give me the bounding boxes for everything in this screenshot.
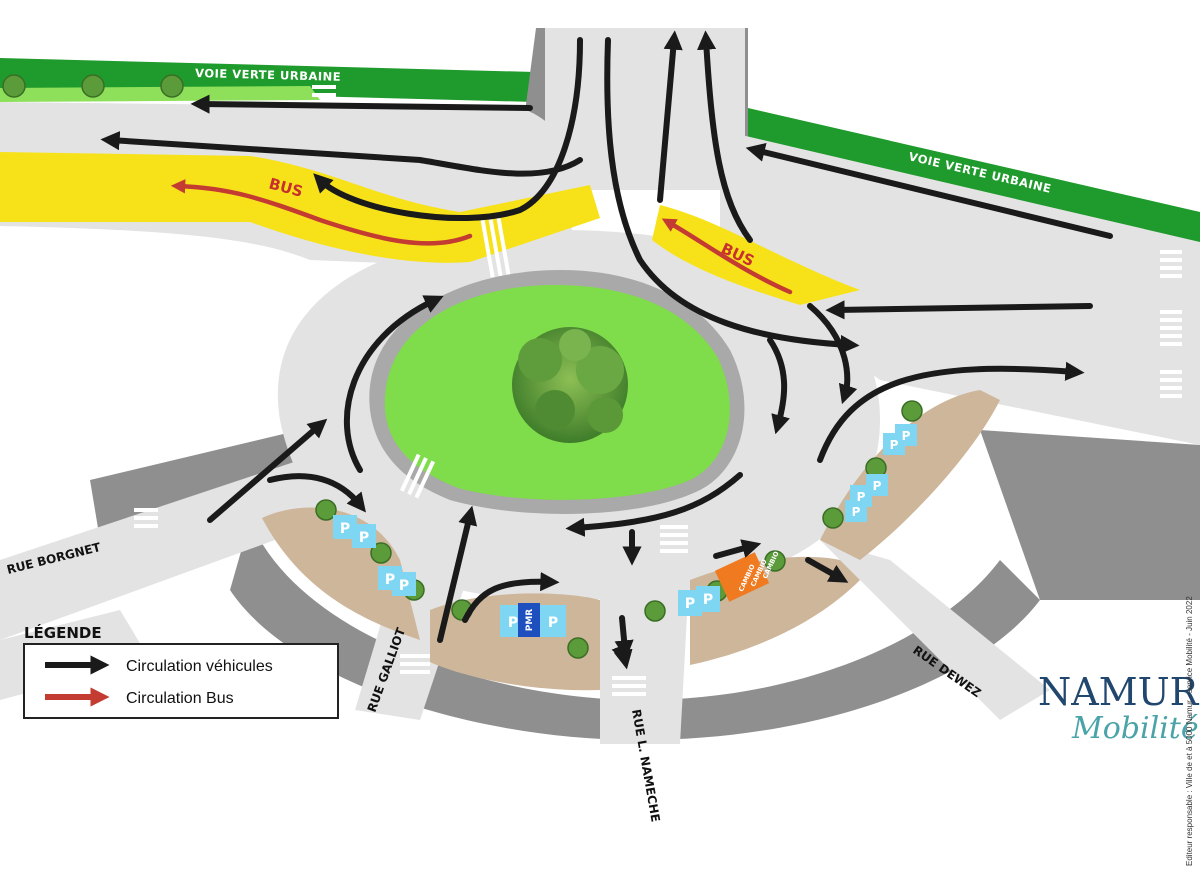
legend-title: LÉGENDE — [24, 623, 102, 642]
arrow-nameche-straight — [614, 615, 634, 660]
parking-group-dewez: P P P P P — [845, 424, 917, 522]
arrow-east-in — [745, 142, 1113, 239]
arrow-north-in-2 — [604, 37, 860, 355]
arrow-borgnet-in — [207, 418, 328, 523]
parking-label: P — [703, 592, 713, 608]
namur-mobilite-logo: NAMUR Mobilité — [1038, 670, 1200, 746]
parking-label: P — [399, 578, 409, 594]
bus-arrow-west — [170, 179, 473, 246]
legend-bus-label: Circulation Bus — [126, 690, 234, 707]
arrow-east-in-2 — [825, 300, 1093, 320]
road-rue-borgnet — [0, 460, 330, 640]
road-rue-dewez — [820, 540, 1050, 720]
road-north-approach — [545, 28, 745, 190]
bus-arrow-east — [661, 218, 793, 295]
brand-main: NAMUR — [1038, 670, 1200, 714]
arrow-galliot-out — [462, 572, 560, 623]
parking-label: P — [508, 615, 518, 631]
arrow-north-out-2 — [696, 30, 753, 243]
voie-verte-label-left: VOIE VERTE URBAINE — [195, 66, 341, 84]
brand-sub: Mobilité — [1071, 711, 1199, 746]
legend-box — [23, 643, 339, 719]
arrow-galliot-in — [437, 505, 478, 643]
arrow-west-out-2 — [100, 131, 583, 177]
vehicle-traffic-arrows — [100, 30, 1113, 670]
crosswalks — [134, 85, 1182, 696]
sidewalk-south-west — [262, 507, 420, 640]
greenway-right — [748, 108, 1200, 246]
legend: LÉGENDE Circulation véhicules Circulatio… — [23, 623, 339, 719]
pmr-label: PMR — [525, 609, 535, 632]
curb-east — [980, 430, 1200, 600]
parking-label: P — [857, 490, 866, 504]
road-rue-nameche — [600, 560, 690, 744]
parking-label: P — [340, 521, 350, 537]
parking-label: P — [359, 530, 369, 546]
arrow-borgnet-to-ring — [267, 473, 367, 513]
parking-label: P — [902, 429, 911, 443]
grass-strip-left — [0, 86, 320, 102]
arrow-dewez-out-1 — [713, 539, 762, 559]
bus-lane-west — [0, 152, 600, 263]
parking-label: P — [385, 572, 395, 588]
parking-group-centre: P PMR P — [500, 603, 566, 637]
parking-label: P — [873, 479, 882, 493]
arrow-ring-north — [343, 295, 444, 473]
curb-south — [230, 520, 1040, 740]
credit-text: Editeur responsable : Ville de et à 5000… — [1185, 596, 1194, 866]
arrow-north-out-1 — [657, 30, 683, 203]
central-tree — [512, 327, 628, 443]
parking-label: P — [548, 615, 558, 631]
arrow-dewez-out-2 — [805, 557, 849, 583]
parking-label: P — [852, 505, 861, 519]
parking-label: P — [890, 438, 899, 452]
arrow-ring-south — [565, 472, 743, 537]
road-rue-galliot — [355, 560, 470, 720]
legend-vehicle-label: Circulation véhicules — [126, 658, 273, 675]
bus-lane-east — [652, 205, 860, 305]
parking-group-west: P P P P — [333, 515, 416, 596]
arrow-north-in — [313, 37, 583, 222]
arrow-ring-east — [767, 337, 790, 435]
arrow-west-out-1 — [190, 94, 533, 114]
arrow-east-ring-out — [807, 303, 858, 405]
arrow-east-out — [817, 361, 1085, 463]
parking-label: P — [685, 596, 695, 612]
bus-traffic-arrows — [170, 179, 793, 295]
